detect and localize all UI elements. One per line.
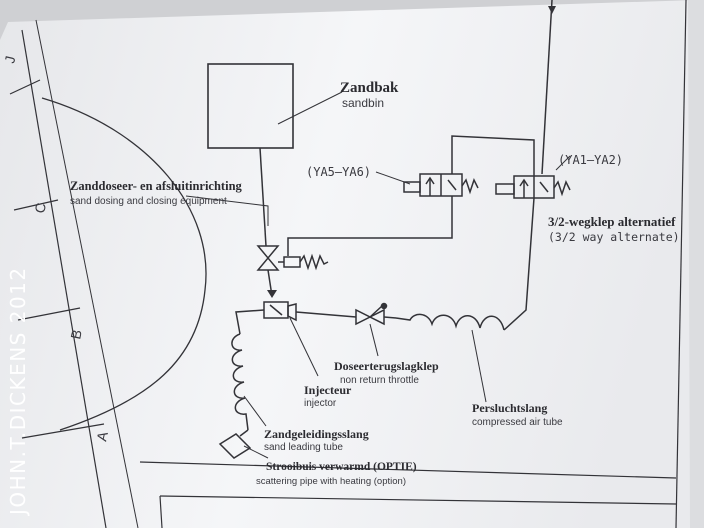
sand-tube-leader xyxy=(243,395,267,427)
label-doseer-nl: Doseerterugslagklep xyxy=(334,359,439,373)
air-line-right-down xyxy=(503,197,535,331)
label-strooibuis-en: scattering pipe with heating (option) xyxy=(256,476,406,487)
valve-left-ya5-ya6 xyxy=(403,173,479,197)
flow-arrow xyxy=(267,290,277,298)
label-zandgeleiding-en: sand leading tube xyxy=(264,442,343,453)
injector-leader xyxy=(289,317,319,377)
label-zanddoseer-nl: Zanddoseer- en afsluitinrichting xyxy=(70,179,243,193)
sand-leading-tube xyxy=(231,333,249,431)
curved-guide-line xyxy=(41,97,207,431)
label-injecteur-en: injector xyxy=(304,398,337,409)
photographer-watermark: JOHN.T.DICKENS 2012 xyxy=(6,266,30,515)
margin-letter-c: C xyxy=(31,201,49,214)
scattering-leader xyxy=(243,445,269,459)
label-zanddoseer-en: sand dosing and closing equipment xyxy=(70,196,227,207)
non-return-throttle xyxy=(355,302,388,326)
valve-left-leader xyxy=(375,171,411,185)
pipe-sandbin-valve xyxy=(259,147,267,247)
dosing-leader xyxy=(185,195,269,226)
sandbin-box xyxy=(207,63,294,149)
scattering-pipe xyxy=(218,429,252,459)
supply-arrow xyxy=(548,6,556,14)
margin-letter-top: J xyxy=(1,54,18,64)
label-zandgeleiding-nl: Zandgeleidingsslang xyxy=(264,427,369,441)
valve-right-ya1-ya2 xyxy=(495,175,571,199)
label-injecteur-nl: Injecteur xyxy=(304,383,352,397)
label-wegklep-nl: 3/2-wegklep alternatief xyxy=(548,214,676,229)
paper-shadow-right xyxy=(688,0,704,528)
label-doseer-en: non return throttle xyxy=(340,375,419,386)
sand-line-left xyxy=(235,309,265,335)
label-zandbak: Zandbak xyxy=(340,80,399,96)
margin-letter-b: B xyxy=(67,328,85,340)
air-line-between-valves xyxy=(451,135,535,176)
compressed-air-tube xyxy=(395,313,505,331)
label-strooibuis-nl: Strooibuis verwarmd (OPTIE) xyxy=(266,461,417,473)
label-sandbin: sandbin xyxy=(342,96,384,110)
valve-right-leader xyxy=(555,155,571,171)
throttle-leader xyxy=(369,323,379,357)
label-wegklep-en: (3/2 way alternate) xyxy=(548,230,680,244)
sandbin-leader xyxy=(277,91,343,125)
label-valve-left-id: (YA5–YA6) xyxy=(306,165,371,179)
label-valve-right-id: (YA1–YA2) xyxy=(558,153,623,167)
air-line-to-injector xyxy=(295,311,357,318)
air-line-to-left-valve xyxy=(287,196,453,256)
margin-letter-a: A xyxy=(93,430,111,443)
main-supply-line xyxy=(541,0,553,175)
margin-frame xyxy=(9,0,687,528)
label-perslucht-en: compressed air tube xyxy=(472,417,563,428)
label-perslucht-nl: Persluchtslang xyxy=(472,401,547,415)
air-tube-leader xyxy=(471,329,487,403)
air-line-throttle-tube xyxy=(383,316,397,319)
